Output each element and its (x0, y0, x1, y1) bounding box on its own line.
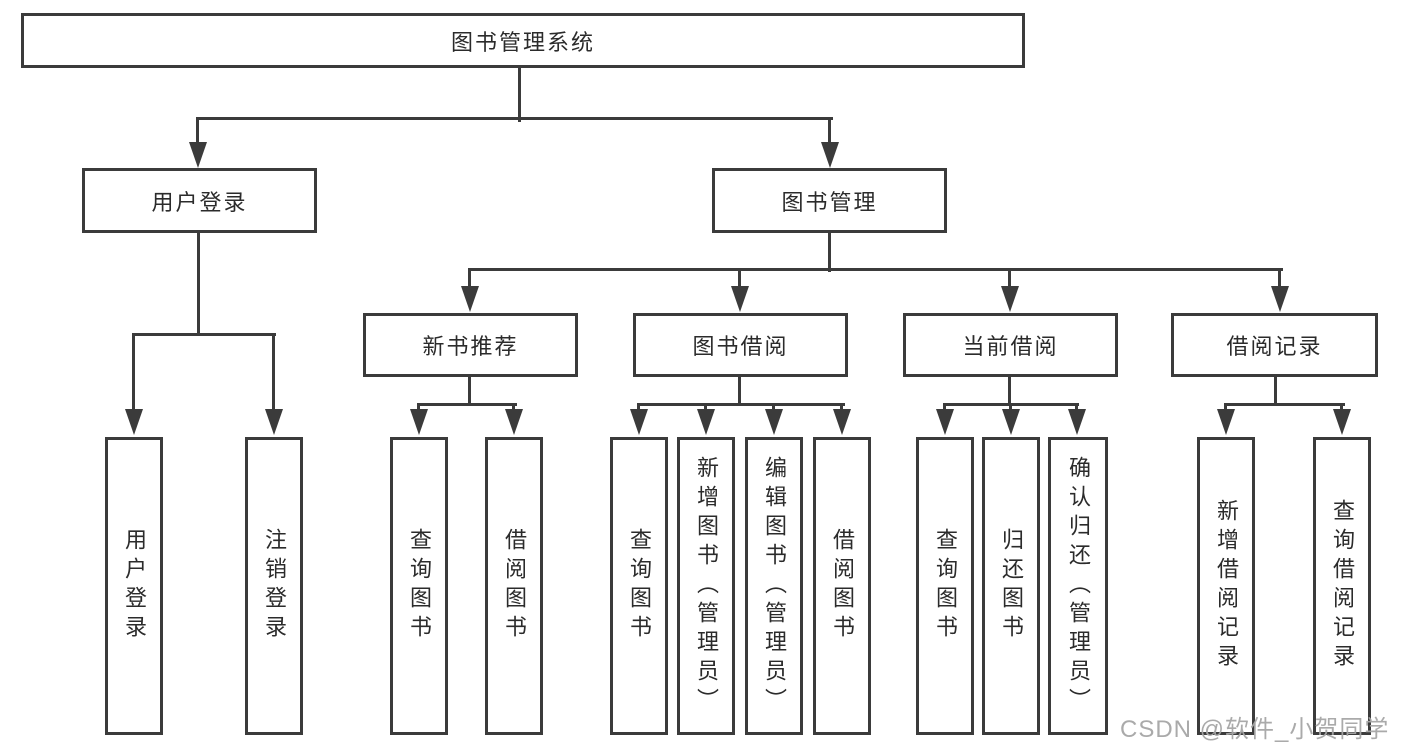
leaf-return-book-label: 归还图书 (999, 528, 1024, 644)
connector-leaf-drop (1009, 403, 1012, 413)
arrow-down-icon (461, 286, 479, 312)
csdn-watermark: CSDN @软件_小贺同学 (1120, 716, 1390, 743)
node-new-book-recommend: 新书推荐 (363, 313, 578, 377)
arrow-down-icon (833, 409, 851, 435)
leaf-confirm-return-admin: 确认归还（管理员） (1048, 437, 1108, 735)
leaf-user-login-label: 用户登录 (122, 528, 147, 644)
connector-book-management-stem (828, 231, 831, 272)
leaf-logout: 注销登录 (245, 437, 303, 735)
connector-user-login-drop (196, 117, 199, 145)
leaf-logout-label: 注销登录 (262, 528, 287, 644)
arrow-down-icon (630, 409, 648, 435)
arrow-down-icon (410, 409, 428, 435)
arrow-down-icon (189, 142, 207, 168)
arrow-down-icon (697, 409, 715, 435)
arrow-down-icon (1002, 409, 1020, 435)
connector-level3-drop (1278, 268, 1281, 290)
leaf-query-books-current-label: 查询图书 (933, 528, 958, 644)
connector-new-book-branch (417, 403, 517, 406)
connector-borrow-records-stem (1274, 374, 1277, 406)
connector-leaf-drop (272, 333, 275, 413)
arrow-down-icon (1333, 409, 1351, 435)
connector-leaf-drop (637, 403, 640, 413)
connector-leaf-drop (1340, 403, 1343, 413)
leaf-query-books-borrow: 查询图书 (610, 437, 668, 735)
connector-root-branch (196, 117, 833, 120)
leaf-query-books-recommend-label: 查询图书 (407, 528, 432, 644)
connector-root-stem (518, 68, 521, 122)
connector-current-borrow-stem (1008, 374, 1011, 406)
connector-book-management-drop (828, 117, 831, 145)
connector-leaf-drop (840, 403, 843, 413)
leaf-edit-book-admin: 编辑图书（管理员） (745, 437, 803, 735)
leaf-query-books-current: 查询图书 (916, 437, 974, 735)
connector-leaf-drop (512, 403, 515, 413)
connector-leaf-drop (943, 403, 946, 413)
leaf-borrow-books: 借阅图书 (813, 437, 871, 735)
arrow-down-icon (1001, 286, 1019, 312)
arrow-down-icon (125, 409, 143, 435)
connector-leaf-drop (1224, 403, 1227, 413)
connector-borrow-records-branch (1224, 403, 1345, 406)
connector-new-book-stem (468, 374, 471, 406)
leaf-borrow-books-label: 借阅图书 (830, 528, 855, 644)
leaf-confirm-return-admin-label: 确认归还（管理员） (1066, 455, 1091, 717)
connector-book-borrow-branch (637, 403, 845, 406)
leaf-edit-book-admin-label: 编辑图书（管理员） (762, 455, 787, 717)
connector-leaf-drop (772, 403, 775, 413)
connector-level3-drop (468, 268, 471, 290)
node-book-borrow-label: 图书借阅 (692, 334, 789, 359)
arrow-down-icon (731, 286, 749, 312)
node-system-root: 图书管理系统 (21, 13, 1025, 68)
node-user-login: 用户登录 (82, 168, 317, 233)
leaf-query-books-borrow-label: 查询图书 (627, 528, 652, 644)
leaf-query-borrow-record-label: 查询借阅记录 (1330, 499, 1355, 673)
leaf-borrow-books-recommend-label: 借阅图书 (502, 528, 527, 644)
leaf-add-book-admin: 新增图书（管理员） (677, 437, 735, 735)
node-user-login-label: 用户登录 (151, 189, 248, 215)
connector-user-login-stem (197, 231, 200, 335)
connector-leaf-drop (704, 403, 707, 413)
leaf-query-borrow-record: 查询借阅记录 (1313, 437, 1371, 735)
node-book-management-label: 图书管理 (781, 189, 878, 215)
connector-leaf-drop (1075, 403, 1078, 413)
connector-leaf-drop (417, 403, 420, 413)
connector-level3-drop (1008, 268, 1011, 290)
node-new-book-recommend-label: 新书推荐 (422, 334, 519, 359)
node-borrow-records: 借阅记录 (1171, 313, 1378, 377)
node-current-borrow: 当前借阅 (903, 313, 1118, 377)
node-book-management: 图书管理 (712, 168, 947, 233)
leaf-query-books-recommend: 查询图书 (390, 437, 448, 735)
connector-level3-drop (738, 268, 741, 290)
leaf-user-login: 用户登录 (105, 437, 163, 735)
leaf-add-borrow-record-label: 新增借阅记录 (1214, 499, 1239, 673)
leaf-add-borrow-record: 新增借阅记录 (1197, 437, 1255, 735)
connector-book-borrow-stem (738, 374, 741, 406)
node-current-borrow-label: 当前借阅 (962, 334, 1059, 359)
connector-leaf-drop (132, 333, 135, 413)
arrow-down-icon (765, 409, 783, 435)
connector-user-login-branch (132, 333, 276, 336)
node-book-borrow: 图书借阅 (633, 313, 848, 377)
leaf-add-book-admin-label: 新增图书（管理员） (694, 455, 719, 717)
leaf-return-book: 归还图书 (982, 437, 1040, 735)
arrow-down-icon (505, 409, 523, 435)
arrow-down-icon (1217, 409, 1235, 435)
arrow-down-icon (1068, 409, 1086, 435)
arrow-down-icon (1271, 286, 1289, 312)
node-system-root-label: 图书管理系统 (450, 29, 595, 55)
node-borrow-records-label: 借阅记录 (1226, 334, 1323, 359)
arrow-down-icon (821, 142, 839, 168)
arrow-down-icon (265, 409, 283, 435)
arrow-down-icon (936, 409, 954, 435)
connector-book-management-branch (468, 268, 1283, 271)
leaf-borrow-books-recommend: 借阅图书 (485, 437, 543, 735)
